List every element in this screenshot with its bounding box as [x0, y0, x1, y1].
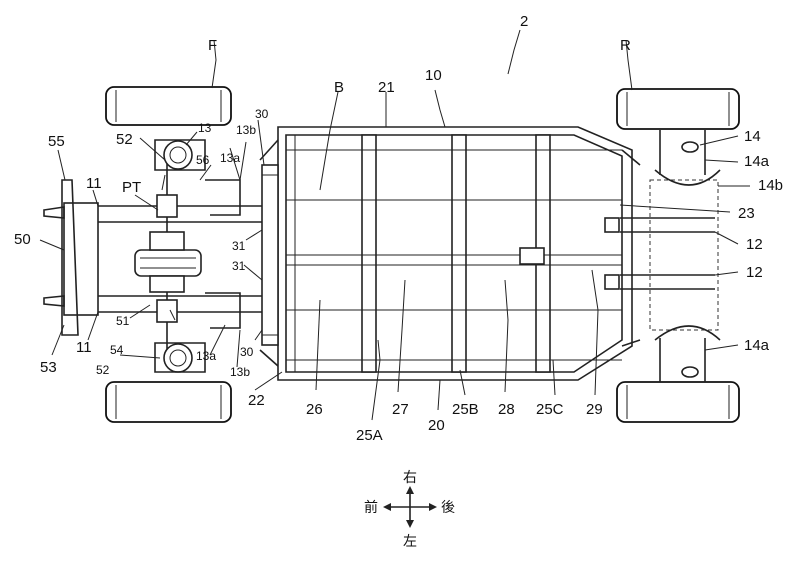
- label-54: 54: [110, 343, 124, 357]
- label-31-bottom: 31: [232, 259, 246, 273]
- label-figure-number: 2: [520, 13, 528, 30]
- compass-label-down: 左: [403, 534, 417, 550]
- front-suspension-left: [154, 139, 241, 216]
- label-14a-top: 14a: [744, 153, 770, 170]
- label-25A: 25A: [356, 427, 383, 444]
- label-51: 51: [116, 314, 130, 328]
- label-30-bottom: 30: [240, 345, 254, 359]
- rear-right-wheel: [616, 381, 740, 423]
- label-R: R: [620, 37, 631, 54]
- front-right-wheel: [105, 381, 232, 423]
- front-suspension-right: [154, 292, 241, 373]
- label-50: 50: [14, 231, 31, 248]
- label-52-top: 52: [116, 131, 133, 148]
- label-26: 26: [306, 401, 323, 418]
- front-left-wheel: [105, 86, 232, 126]
- label-28: 28: [498, 401, 515, 418]
- label-11-bottom: 11: [76, 339, 92, 356]
- label-13b-bottom: 13b: [230, 365, 250, 379]
- rear-left-wheel: [616, 88, 740, 130]
- label-14b: 14b: [758, 177, 783, 194]
- label-14: 14: [744, 128, 761, 145]
- label-21: 21: [378, 79, 395, 96]
- label-25B: 25B: [452, 401, 479, 418]
- label-13: 13: [198, 121, 212, 135]
- label-12-top: 12: [746, 236, 763, 253]
- label-13a-top: 13a: [220, 151, 240, 165]
- label-52-bottom: 52: [96, 363, 110, 377]
- label-10: 10: [425, 67, 442, 84]
- label-55: 55: [48, 133, 65, 150]
- direction-compass: [383, 486, 437, 528]
- rear-frame: [604, 130, 721, 382]
- label-20: 20: [428, 417, 445, 434]
- compass-label-right: 後: [441, 500, 455, 516]
- label-56: 56: [196, 153, 210, 167]
- label-11-top: 11: [86, 175, 102, 192]
- label-27: 27: [392, 401, 409, 418]
- label-PT: PT: [122, 179, 141, 196]
- label-30-top: 30: [255, 107, 269, 121]
- label-22: 22: [248, 392, 265, 409]
- powertrain-unit: [134, 160, 202, 362]
- label-14a-bottom: 14a: [744, 337, 770, 354]
- label-13a-bottom: 13a: [196, 349, 216, 363]
- label-B: B: [334, 79, 344, 96]
- label-23: 23: [738, 205, 755, 222]
- longitudinal-members: [286, 149, 622, 361]
- compass-label-up: 右: [403, 470, 417, 486]
- compass-label-left: 前: [364, 499, 378, 516]
- label-13b-top: 13b: [236, 123, 256, 137]
- label-31-top: 31: [232, 239, 246, 253]
- battery-frame: [259, 126, 633, 381]
- front-bumper-beam: [43, 179, 99, 336]
- label-53: 53: [40, 359, 57, 376]
- label-25C: 25C: [536, 401, 564, 418]
- label-29: 29: [586, 401, 603, 418]
- label-F: F: [208, 37, 217, 54]
- leader-lines: [39, 29, 750, 421]
- label-12-bottom: 12: [746, 264, 763, 281]
